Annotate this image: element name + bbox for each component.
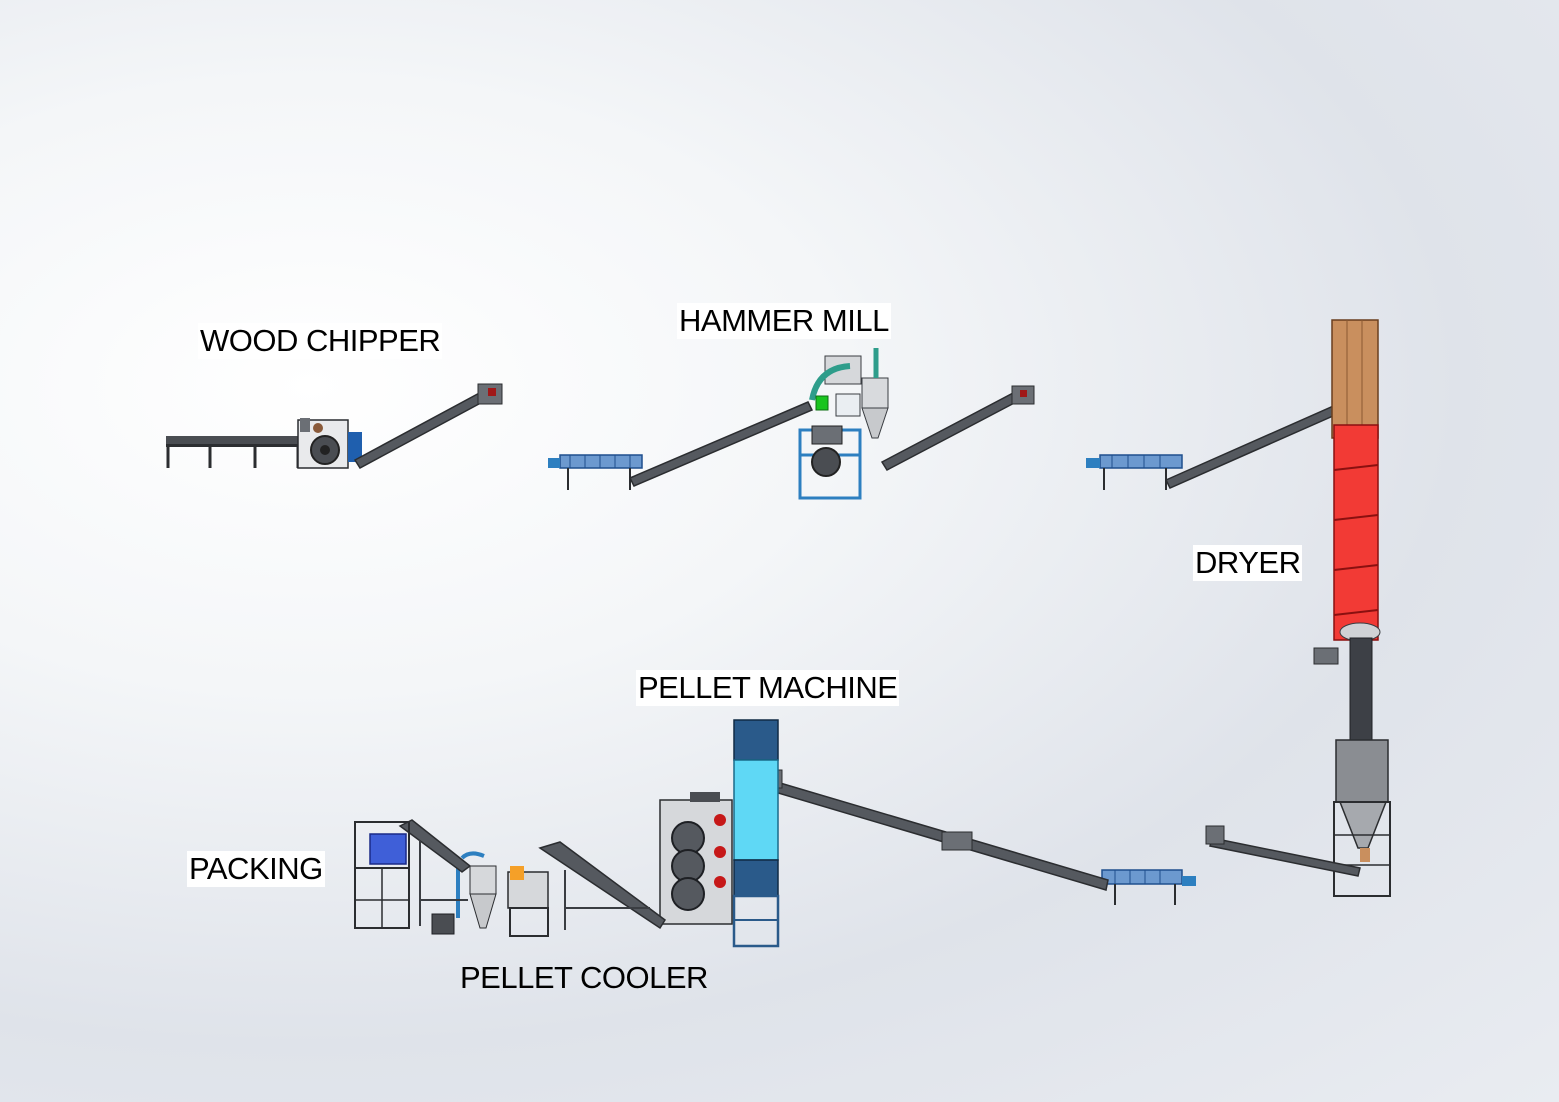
cooler-packing-station [354, 819, 667, 937]
pellet-machine-station [659, 719, 1196, 948]
wood-chipper-station [166, 383, 503, 469]
dryer-station [1086, 319, 1391, 897]
label-wood-chipper: WOOD CHIPPER [198, 323, 443, 359]
label-pellet-cooler: PELLET COOLER [460, 960, 708, 995]
label-packing: PACKING [187, 851, 325, 887]
label-dryer: DRYER [1193, 545, 1303, 581]
hammer-mill-station [548, 348, 1035, 500]
label-hammer-mill: HAMMER MILL [677, 303, 891, 339]
label-pellet-machine: PELLET MACHINE [636, 670, 900, 706]
